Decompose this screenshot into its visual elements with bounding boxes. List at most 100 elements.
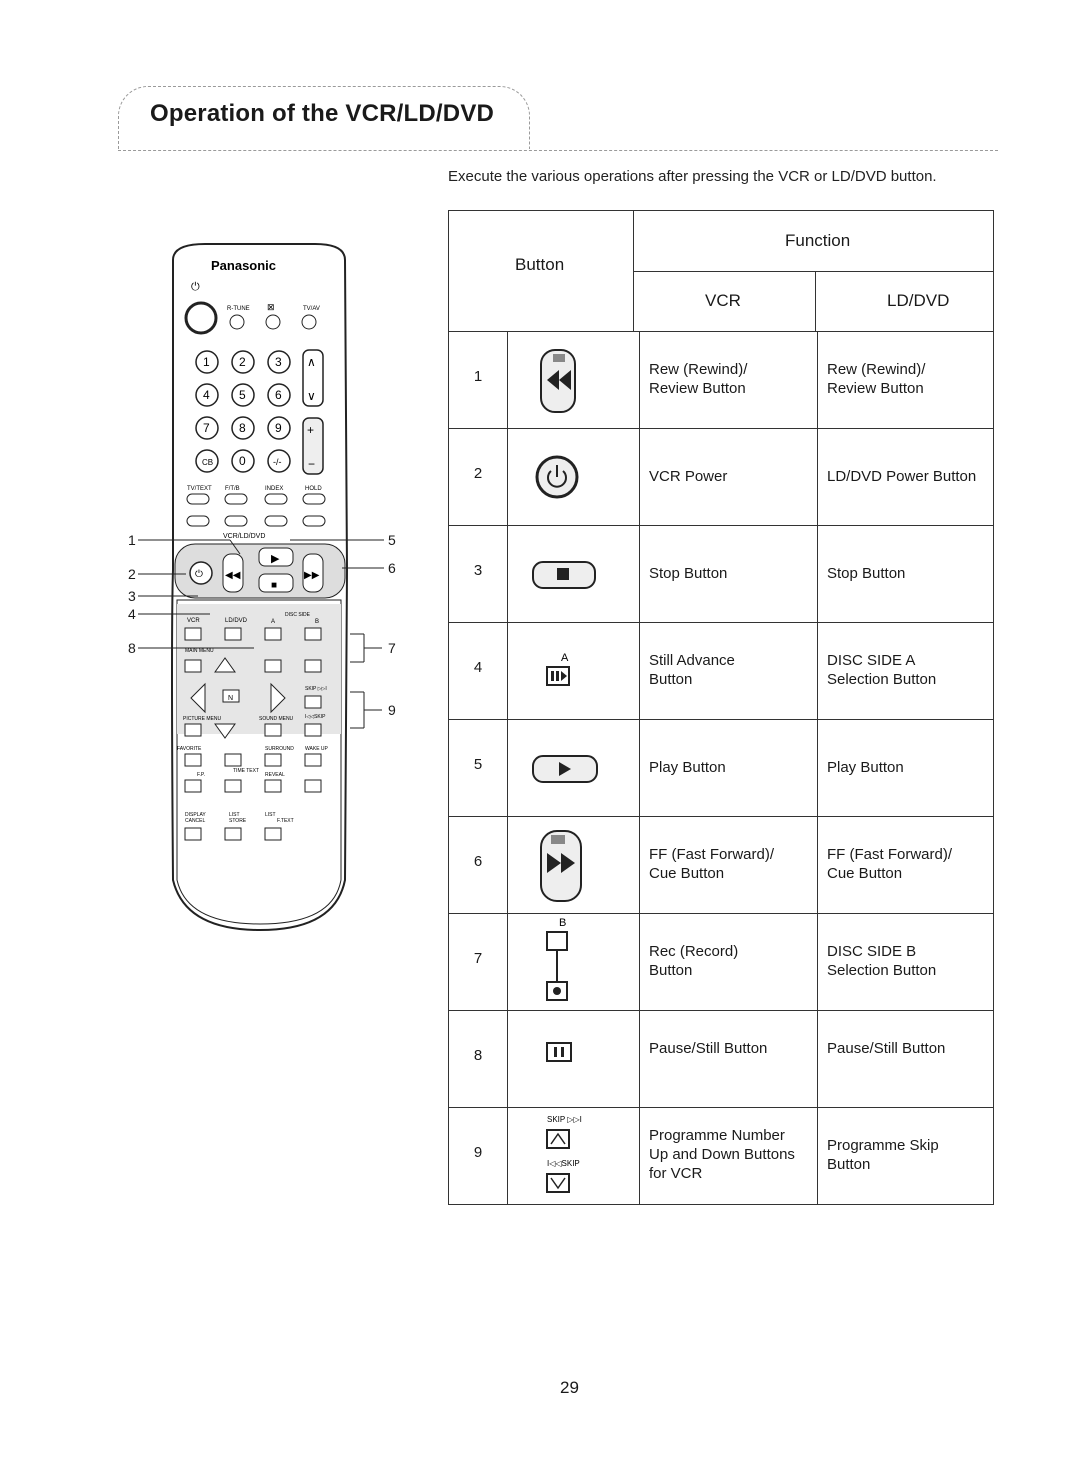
svg-text:PICTURE MENU: PICTURE MENU <box>183 716 221 722</box>
page-number: 29 <box>560 1378 579 1397</box>
svg-text:LIST: LIST <box>265 812 276 818</box>
svg-text:⏻: ⏻ <box>195 569 203 580</box>
header-function: Function <box>785 231 851 250</box>
callout-5: 5 <box>388 532 396 548</box>
svg-text:INDEX: INDEX <box>265 486 283 492</box>
callout-lines <box>138 539 384 729</box>
rewind-icon <box>507 332 639 428</box>
page-title: Operation of the VCR/LD/DVD <box>150 100 495 127</box>
table-row: 2 VCR Power LD/DVD Power Button <box>448 429 994 526</box>
svg-text:I◁◁SKIP: I◁◁SKIP <box>547 1159 580 1168</box>
table-row: 3 Stop Button Stop Button <box>448 526 994 623</box>
pause-icon <box>507 1011 639 1107</box>
svg-text:⏻: ⏻ <box>191 281 200 293</box>
svg-text:I◁◁SKIP: I◁◁SKIP <box>305 714 326 720</box>
title-frame <box>118 86 530 149</box>
svg-text:4: 4 <box>203 388 210 402</box>
svg-text:TIME TEXT: TIME TEXT <box>233 768 259 774</box>
svg-text:∨: ∨ <box>307 389 316 403</box>
svg-text:F.TEXT: F.TEXT <box>277 818 294 824</box>
svg-text:7: 7 <box>203 421 210 435</box>
svg-text:VCR: VCR <box>187 618 200 624</box>
svg-text:TV/TEXT: TV/TEXT <box>187 486 212 492</box>
svg-text:-/-: -/- <box>273 457 282 467</box>
fast-forward-icon <box>507 817 639 913</box>
svg-text:REVEAL: REVEAL <box>265 772 285 778</box>
svg-text:6: 6 <box>275 388 282 402</box>
svg-text:B: B <box>315 619 319 625</box>
svg-text:DISPLAY: DISPLAY <box>185 812 206 818</box>
stop-icon <box>507 526 639 622</box>
svg-text:SKIP ▷▷I: SKIP ▷▷I <box>305 686 327 692</box>
svg-text:WAKE UP: WAKE UP <box>305 746 329 752</box>
svg-text:DISC SIDE: DISC SIDE <box>285 612 311 618</box>
svg-text:5: 5 <box>239 388 246 402</box>
svg-text:VCR/LD/DVD: VCR/LD/DVD <box>223 533 265 540</box>
number-keypad: 1 2 3 4 5 6 7 8 9 CB 0 -/- <box>195 350 291 473</box>
svg-text:−: − <box>308 457 315 471</box>
svg-text:◀◀: ◀◀ <box>225 570 241 581</box>
remote-brand: Panasonic <box>211 258 276 273</box>
table-row: 6 FF (Fast Forward)/Cue Button FF (Fast … <box>448 817 994 914</box>
header-button: Button <box>515 255 565 274</box>
svg-text:+: + <box>307 423 314 437</box>
svg-text:▶▶: ▶▶ <box>304 570 320 581</box>
callout-4: 4 <box>128 606 136 622</box>
svg-text:⊠: ⊠ <box>267 302 275 312</box>
svg-text:N: N <box>228 695 233 702</box>
svg-text:A: A <box>271 619 275 625</box>
row-number: 1 <box>473 368 483 385</box>
svg-text:SURROUND: SURROUND <box>265 746 294 752</box>
title-divider <box>118 150 998 151</box>
svg-text:1: 1 <box>203 355 210 369</box>
svg-text:CANCEL: CANCEL <box>185 818 206 824</box>
callout-3: 3 <box>128 588 136 604</box>
skip-up-down-icon: SKIP ▷▷I I◁◁SKIP <box>507 1108 639 1204</box>
header-vcr: VCR <box>705 291 741 310</box>
table-row: 8 Pause/Still Button Pause/Still Button <box>448 1011 994 1108</box>
svg-text:9: 9 <box>275 421 282 435</box>
intro-text: Execute the various operations after pre… <box>448 168 937 185</box>
callout-1: 1 <box>128 532 136 548</box>
svg-text:3: 3 <box>275 355 282 369</box>
still-advance-icon: A <box>507 623 639 719</box>
svg-text:F/T/B: F/T/B <box>225 486 240 492</box>
table-row: 5 Play Button Play Button <box>448 720 994 817</box>
svg-text:CB: CB <box>202 458 213 467</box>
table-header: Button Function VCR LD/DVD <box>448 210 994 332</box>
svg-text:TV/AV: TV/AV <box>303 306 320 312</box>
record-icon: B <box>507 914 639 1010</box>
callout-8: 8 <box>128 640 136 656</box>
svg-text:F.P.: F.P. <box>197 772 205 778</box>
callout-2: 2 <box>128 566 136 582</box>
svg-text:HOLD: HOLD <box>305 486 322 492</box>
header-lddvd: LD/DVD <box>887 291 950 310</box>
callout-9: 9 <box>388 702 396 718</box>
svg-text:2: 2 <box>239 355 246 369</box>
svg-text:0: 0 <box>239 454 246 468</box>
svg-text:▶: ▶ <box>271 553 280 565</box>
power-button <box>184 301 218 335</box>
svg-text:R-TUNE: R-TUNE <box>227 306 250 312</box>
svg-text:LD/DVD: LD/DVD <box>225 618 248 624</box>
svg-text:SOUND MENU: SOUND MENU <box>259 716 294 722</box>
remote-control-illustration: Panasonic ⏻ R-TUNE TV/AV ⊠ 1 2 3 4 5 6 7… <box>171 243 349 932</box>
svg-text:■: ■ <box>271 580 277 591</box>
power-icon <box>507 429 639 525</box>
svg-text:∧: ∧ <box>307 355 316 369</box>
play-icon <box>507 720 639 816</box>
table-row: 1 Rew (Rewind)/Review Button Rew (Rewind… <box>448 332 994 429</box>
svg-text:STORE: STORE <box>229 818 247 824</box>
function-table: Button Function VCR LD/DVD 1 Rew (Rewind… <box>448 210 994 1205</box>
svg-text:LIST: LIST <box>229 812 240 818</box>
svg-text:SKIP ▷▷I: SKIP ▷▷I <box>547 1115 582 1124</box>
icon-label-b: B <box>559 917 566 929</box>
callout-6: 6 <box>388 560 396 576</box>
icon-label-a: A <box>561 652 569 664</box>
svg-text:FAVORITE: FAVORITE <box>177 746 202 752</box>
svg-text:8: 8 <box>239 421 246 435</box>
svg-text:MAIN MENU: MAIN MENU <box>185 648 214 654</box>
